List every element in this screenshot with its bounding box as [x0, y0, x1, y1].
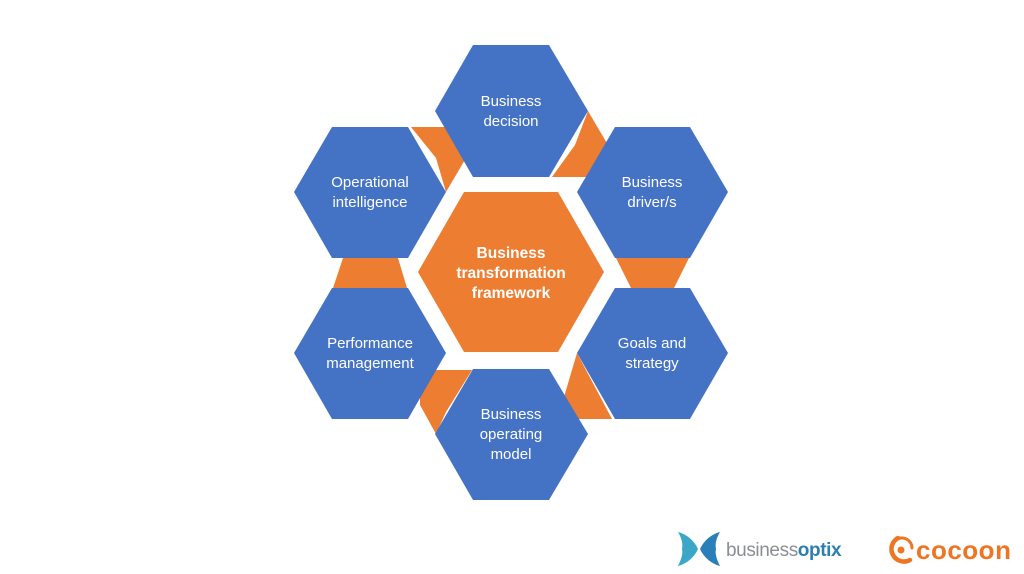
cocoon-logo: cocoon: [889, 535, 1011, 565]
butterfly-icon: [678, 532, 720, 566]
cocoon-eye-icon: [889, 535, 914, 564]
center-label-line: transformation: [456, 265, 565, 282]
hex-label-line: intelligence: [332, 194, 407, 211]
connector-decision-opintel: [411, 127, 466, 192]
hex-label-line: Goals and: [618, 335, 686, 352]
hex-label-line: Business: [481, 406, 542, 423]
center-label-line: Business: [477, 245, 546, 262]
hex-label-line: Business: [622, 174, 683, 191]
hex-business-operating-model: Business operating model: [435, 369, 588, 500]
footer-logos: businessoptix cocoon: [678, 532, 1011, 566]
connector-perf-opintel: [333, 258, 407, 288]
hex-label-line: operating: [480, 426, 543, 443]
hex-label-line: model: [491, 446, 532, 463]
cocoon-wordmark: cocoon: [916, 535, 1011, 565]
connector-goals-bottom: [564, 353, 612, 419]
hex-business-drivers: Business driver/s: [577, 127, 728, 258]
hex-label-line: Performance: [327, 335, 413, 352]
hex-label-line: strategy: [625, 355, 679, 372]
hex-label-line: driver/s: [627, 194, 676, 211]
businessoptix-light: business: [726, 540, 798, 561]
connectors: [333, 111, 689, 434]
svg-text:businessoptix: businessoptix: [726, 540, 842, 561]
hex-label-line: Operational: [331, 174, 409, 191]
hex-goals-and-strategy: Goals and strategy: [577, 288, 728, 419]
hex-performance-management: Performance management: [294, 288, 446, 419]
center-label-line: framework: [472, 285, 551, 302]
hex-business-decision: Business decision: [435, 45, 588, 177]
hex-operational-intelligence: Operational intelligence: [294, 127, 446, 258]
businessoptix-logo: businessoptix: [678, 532, 842, 566]
connector-decision-drivers: [552, 111, 608, 177]
hex-label-line: management: [326, 355, 414, 372]
hex-center-framework: Business transformation framework: [418, 192, 604, 352]
hex-label-line: Business: [481, 93, 542, 110]
connector-drivers-goals: [616, 258, 689, 288]
connector-bottom-perf: [420, 370, 472, 434]
businessoptix-strong: optix: [798, 540, 842, 561]
hex-label-line: decision: [483, 113, 538, 130]
